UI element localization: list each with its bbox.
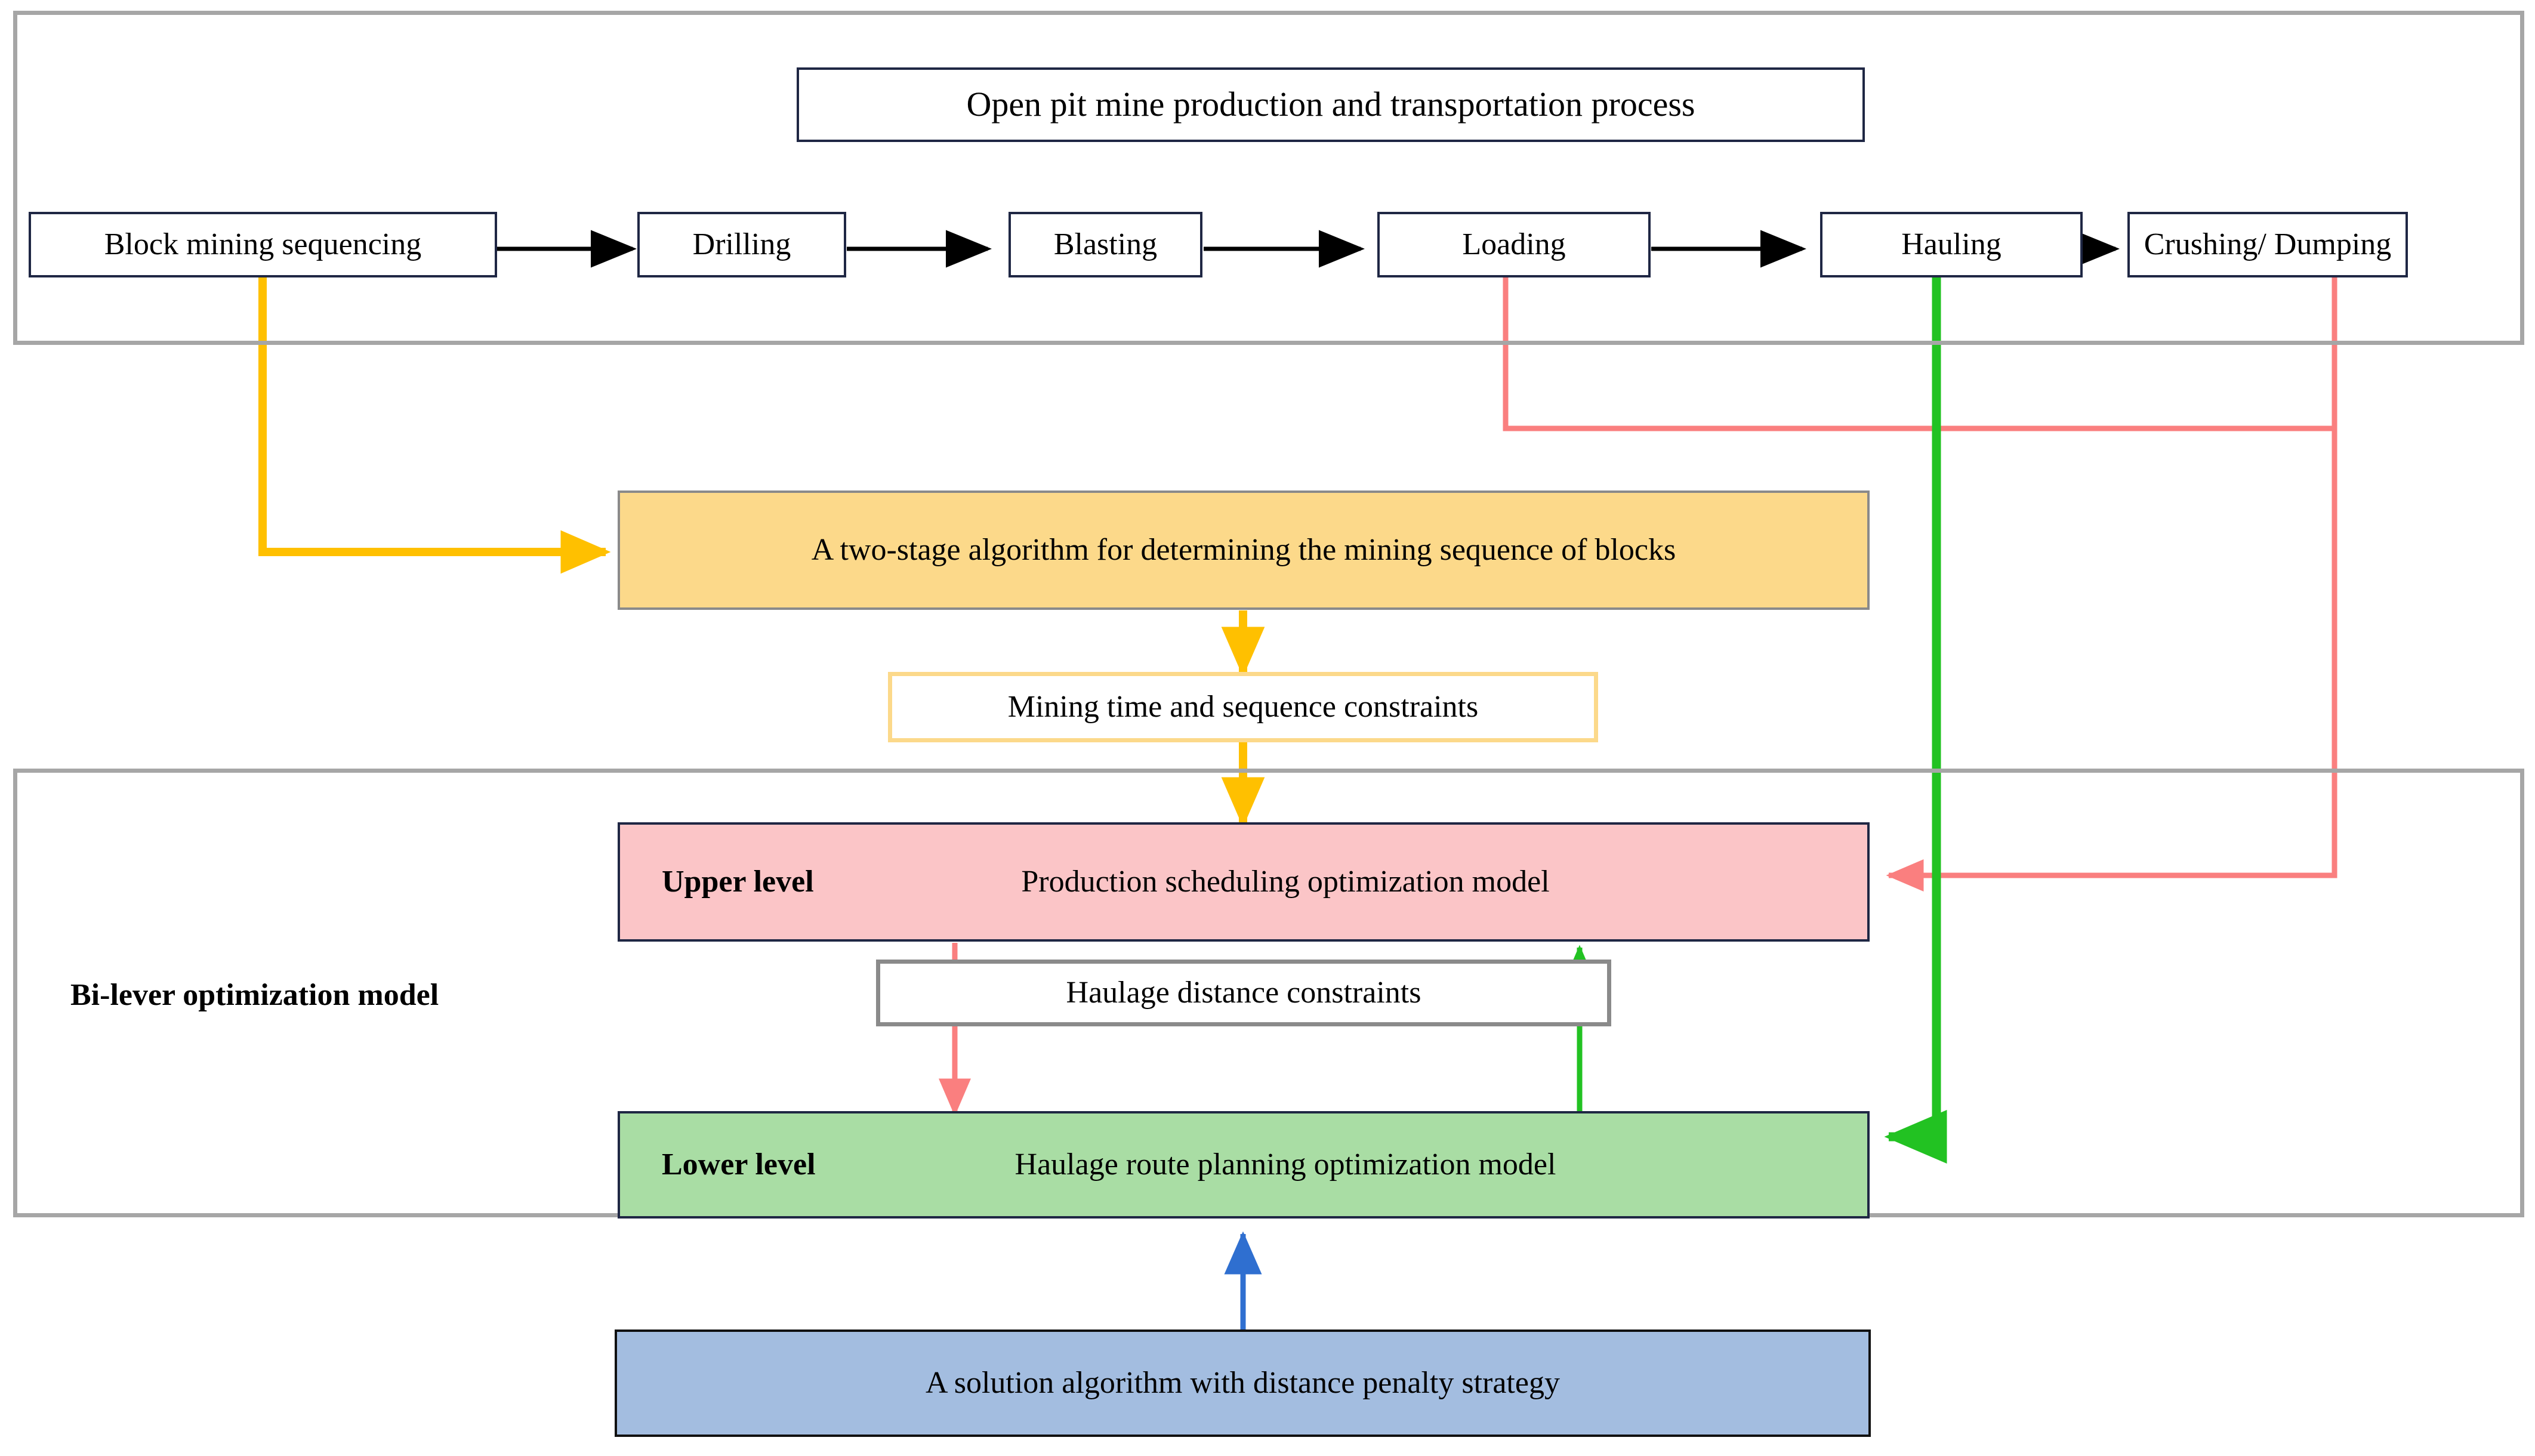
mining-constraints-box[interactable]: Mining time and sequence constraints [888, 672, 1598, 742]
lower-level-content: Lower level Haulage route planning optim… [620, 1113, 1867, 1216]
upper-level-tag: Upper level [662, 865, 814, 899]
upper-level-box[interactable]: Upper level Production scheduling optimi… [618, 822, 1870, 942]
two-stage-algorithm-box[interactable]: A two-stage algorithm for determining th… [618, 491, 1870, 610]
lower-level-box[interactable]: Lower level Haulage route planning optim… [618, 1111, 1870, 1219]
step-hauling[interactable]: Hauling [1820, 212, 2083, 277]
lower-level-model-label: Haulage route planning optimization mode… [1014, 1147, 1556, 1182]
step-label: Loading [1462, 227, 1566, 262]
upper-level-model-label: Production scheduling optimization model [1021, 865, 1550, 899]
step-label: Block mining sequencing [104, 227, 422, 262]
mining-constraints-label: Mining time and sequence constraints [1007, 690, 1479, 724]
step-label: Crushing/ Dumping [2144, 227, 2392, 262]
step-label: Drilling [692, 227, 791, 262]
process-frame [13, 11, 2524, 345]
process-title-box: Open pit mine production and transportat… [797, 67, 1865, 142]
step-crushing-dumping[interactable]: Crushing/ Dumping [2127, 212, 2408, 277]
solution-algorithm-label: A solution algorithm with distance penal… [926, 1366, 1560, 1401]
step-label: Blasting [1053, 227, 1158, 262]
lower-level-tag: Lower level [662, 1147, 816, 1182]
step-loading[interactable]: Loading [1377, 212, 1651, 277]
haulage-constraints-box[interactable]: Haulage distance constraints [876, 960, 1611, 1026]
two-stage-algorithm-label: A two-stage algorithm for determining th… [811, 533, 1676, 567]
upper-level-content: Upper level Production scheduling optimi… [620, 825, 1867, 939]
step-blasting[interactable]: Blasting [1009, 212, 1202, 277]
bilevel-group-label: Bi-lever optimization model [70, 978, 439, 1012]
solution-algorithm-box[interactable]: A solution algorithm with distance penal… [615, 1329, 1871, 1437]
haulage-constraints-label: Haulage distance constraints [1066, 976, 1421, 1010]
process-title-label: Open pit mine production and transportat… [966, 85, 1695, 124]
step-drilling[interactable]: Drilling [637, 212, 846, 277]
step-block-mining-sequencing[interactable]: Block mining sequencing [29, 212, 497, 277]
step-label: Hauling [1901, 227, 2002, 262]
